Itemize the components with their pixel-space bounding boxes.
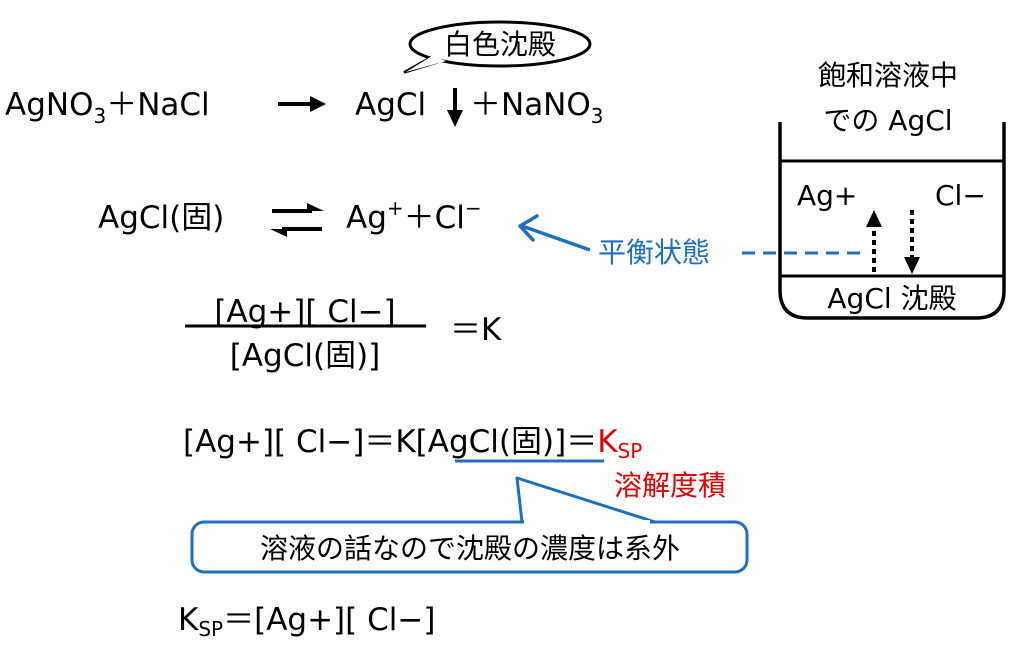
equilibrium-state-callout: 平衡状態 [518, 214, 868, 269]
reaction-arrow [278, 96, 326, 112]
note-text: 溶液の話なので沈殿の濃度は系外 [260, 532, 680, 565]
equilibrium-equation: AgCl(固) Ag+＋Cl− [98, 196, 482, 237]
ion-ag: Ag+ [797, 179, 857, 212]
bubble-text: 白色沈殿 [444, 28, 556, 61]
precipitate-bubble: 白色沈殿 [403, 20, 592, 74]
note-callout: 溶液の話なので沈殿の濃度は系外 [190, 476, 749, 574]
saturated-solution-beaker: 飽和溶液中 での AgCl Ag+ Cl− AgCl 沈殿 [778, 59, 1006, 320]
dissolution-up-arrow [866, 210, 882, 272]
solubility-product-label: 溶解度積 [614, 469, 726, 502]
beaker-title-line2: での AgCl [823, 104, 952, 137]
reactant-agno3: AgNO3＋NaCl [5, 87, 210, 128]
equilibrium-arrows [270, 203, 324, 237]
equilibrium-right: Ag+＋Cl− [346, 196, 482, 236]
product-nano3: ＋NaNO3 [470, 87, 604, 128]
ksp-line: [Ag+][ Cl−]＝K[AgCl(固)]＝KSP [183, 424, 642, 463]
precipitate-down-arrow [447, 88, 463, 127]
equilibrium-left: AgCl(固) [98, 200, 224, 236]
fraction-denominator: [AgCl(固)] [230, 338, 381, 374]
beaker-precipitate-label: AgCl 沈殿 [827, 282, 956, 315]
reaction-equation: AgNO3＋NaCl AgCl ＋NaNO3 [5, 87, 604, 128]
final-ksp-expression: KSP＝[Ag+][ Cl−] [178, 602, 435, 641]
ksp-derivation: [Ag+][ Cl−]＝K[AgCl(固)]＝KSP 溶解度積 [183, 424, 726, 502]
precipitation-down-arrow [904, 210, 920, 274]
equilibrium-constant-fraction: [Ag+][ Cl−] [AgCl(固)] ＝K [185, 294, 502, 374]
fraction-numerator: [Ag+][ Cl−] [214, 294, 395, 330]
product-agcl: AgCl [355, 87, 426, 123]
ion-cl: Cl− [935, 179, 986, 212]
fraction-equals-k: ＝K [450, 312, 502, 348]
beaker-outline [778, 122, 1006, 320]
beaker-title-line1: 飽和溶液中 [818, 59, 958, 92]
equilibrium-state-label: 平衡状態 [598, 236, 710, 269]
